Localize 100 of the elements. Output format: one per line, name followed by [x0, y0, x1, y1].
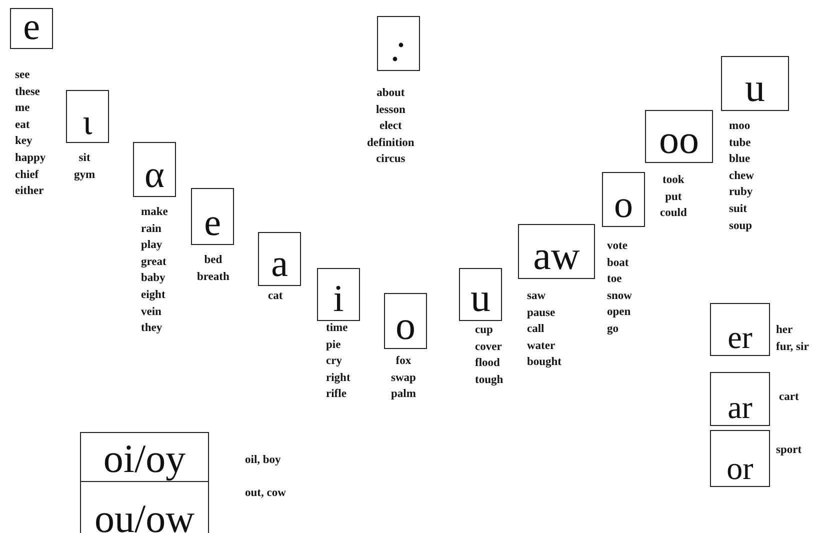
example-word: either [15, 184, 44, 200]
sound-card [258, 232, 301, 286]
example-word: see [15, 68, 30, 83]
example-word: about [376, 86, 405, 101]
phonics-symbol: a [271, 245, 288, 285]
example-word: cat [268, 289, 283, 304]
phonics-symbol: ar [728, 391, 752, 425]
sound-card [710, 303, 770, 356]
phonics-symbol: er [728, 321, 752, 355]
example-word: lesson [376, 102, 406, 118]
example-word: palm [391, 387, 416, 402]
example-word: great [141, 254, 166, 270]
phonics-symbol: ι [82, 104, 92, 142]
example-word: snow [607, 288, 632, 304]
sound-card [645, 110, 713, 163]
sound-card [80, 481, 209, 533]
example-word: soup [729, 218, 752, 234]
example-word: key [15, 134, 32, 150]
example-word: make [141, 205, 168, 220]
sound-card [721, 56, 789, 111]
symbol-box [377, 16, 420, 71]
sound-card [80, 432, 209, 482]
example-word: rifle [326, 387, 346, 402]
example-word: cover [475, 340, 502, 355]
example-word: breath [197, 270, 230, 285]
example-word: tough [475, 372, 504, 388]
example-word: circus [376, 152, 406, 168]
example-word: water [527, 338, 556, 354]
example-word: blue [729, 152, 750, 168]
example-word: gym [74, 168, 96, 183]
example-word: moo [729, 119, 750, 134]
example-word: happy [15, 150, 46, 166]
example-word: saw [527, 289, 546, 304]
phonics-symbol: or [726, 452, 754, 486]
sound-card [317, 268, 360, 321]
phonics-symbol: oo [659, 120, 699, 162]
example-word: her [776, 323, 793, 338]
example-word: chew [729, 168, 754, 184]
example-word: pause [527, 306, 556, 321]
example-word: vein [141, 304, 162, 320]
phonics-symbol: α [144, 156, 164, 196]
example-word: suit [729, 202, 747, 217]
phonics-symbol: o [396, 306, 416, 348]
example-word: fox [396, 354, 412, 369]
phonics-symbol: e [23, 8, 40, 48]
example-word: tube [729, 136, 751, 151]
sound-card [384, 293, 427, 349]
example-word: sport [776, 443, 802, 458]
example-word: open [607, 305, 631, 320]
phonics-symbol: i [333, 280, 344, 320]
sound-card [10, 8, 53, 49]
example-word: eight [141, 288, 166, 303]
example-word: chief [15, 168, 39, 183]
example-word: bought [527, 355, 562, 370]
example-word: cry [326, 354, 342, 370]
example-word: right [326, 370, 350, 386]
example-word: time [326, 321, 348, 336]
sound-card [133, 142, 176, 197]
example-word: toe [607, 272, 622, 288]
sound-card [710, 372, 770, 426]
example-word: boat [607, 256, 629, 271]
sound-card [602, 172, 645, 227]
phonics-symbol: oi/oy [103, 439, 186, 481]
example-word: fur, sir [776, 340, 809, 355]
example-word: out, cow [245, 486, 286, 501]
example-word: they [141, 321, 162, 336]
phonics-symbol: u [745, 68, 765, 110]
sound-card [191, 188, 234, 245]
example-word: baby [141, 271, 166, 286]
phonics-symbol: ou/ow [94, 499, 194, 533]
example-word: me [15, 101, 30, 116]
sound-card [710, 430, 770, 487]
example-word: ruby [729, 185, 753, 200]
example-word: definition [367, 136, 414, 151]
example-word: go [607, 322, 618, 337]
phonics-symbol: e [204, 204, 221, 244]
phonics-symbol: o [614, 186, 633, 226]
example-word: bed [204, 253, 222, 268]
sound-card [66, 90, 109, 143]
phonics-symbol: aw [533, 236, 580, 278]
example-word: cart [779, 390, 799, 405]
sound-card [518, 224, 595, 279]
example-word: these [15, 84, 40, 100]
example-word: could [660, 206, 687, 222]
example-word: oil, boy [245, 453, 281, 468]
example-word: call [527, 322, 544, 338]
example-word: put [665, 190, 682, 205]
example-word: vote [607, 239, 628, 254]
example-word: sit [78, 151, 90, 166]
example-word: elect [379, 119, 402, 134]
example-word: cup [475, 323, 493, 338]
example-word: rain [141, 222, 162, 237]
example-word: play [141, 238, 162, 254]
sound-card [459, 268, 502, 321]
example-word: pie [326, 338, 341, 353]
example-word: flood [475, 356, 500, 372]
example-word: took [662, 173, 684, 188]
example-word: swap [391, 370, 416, 386]
example-word: eat [15, 118, 30, 133]
phonics-symbol: u [470, 278, 490, 320]
